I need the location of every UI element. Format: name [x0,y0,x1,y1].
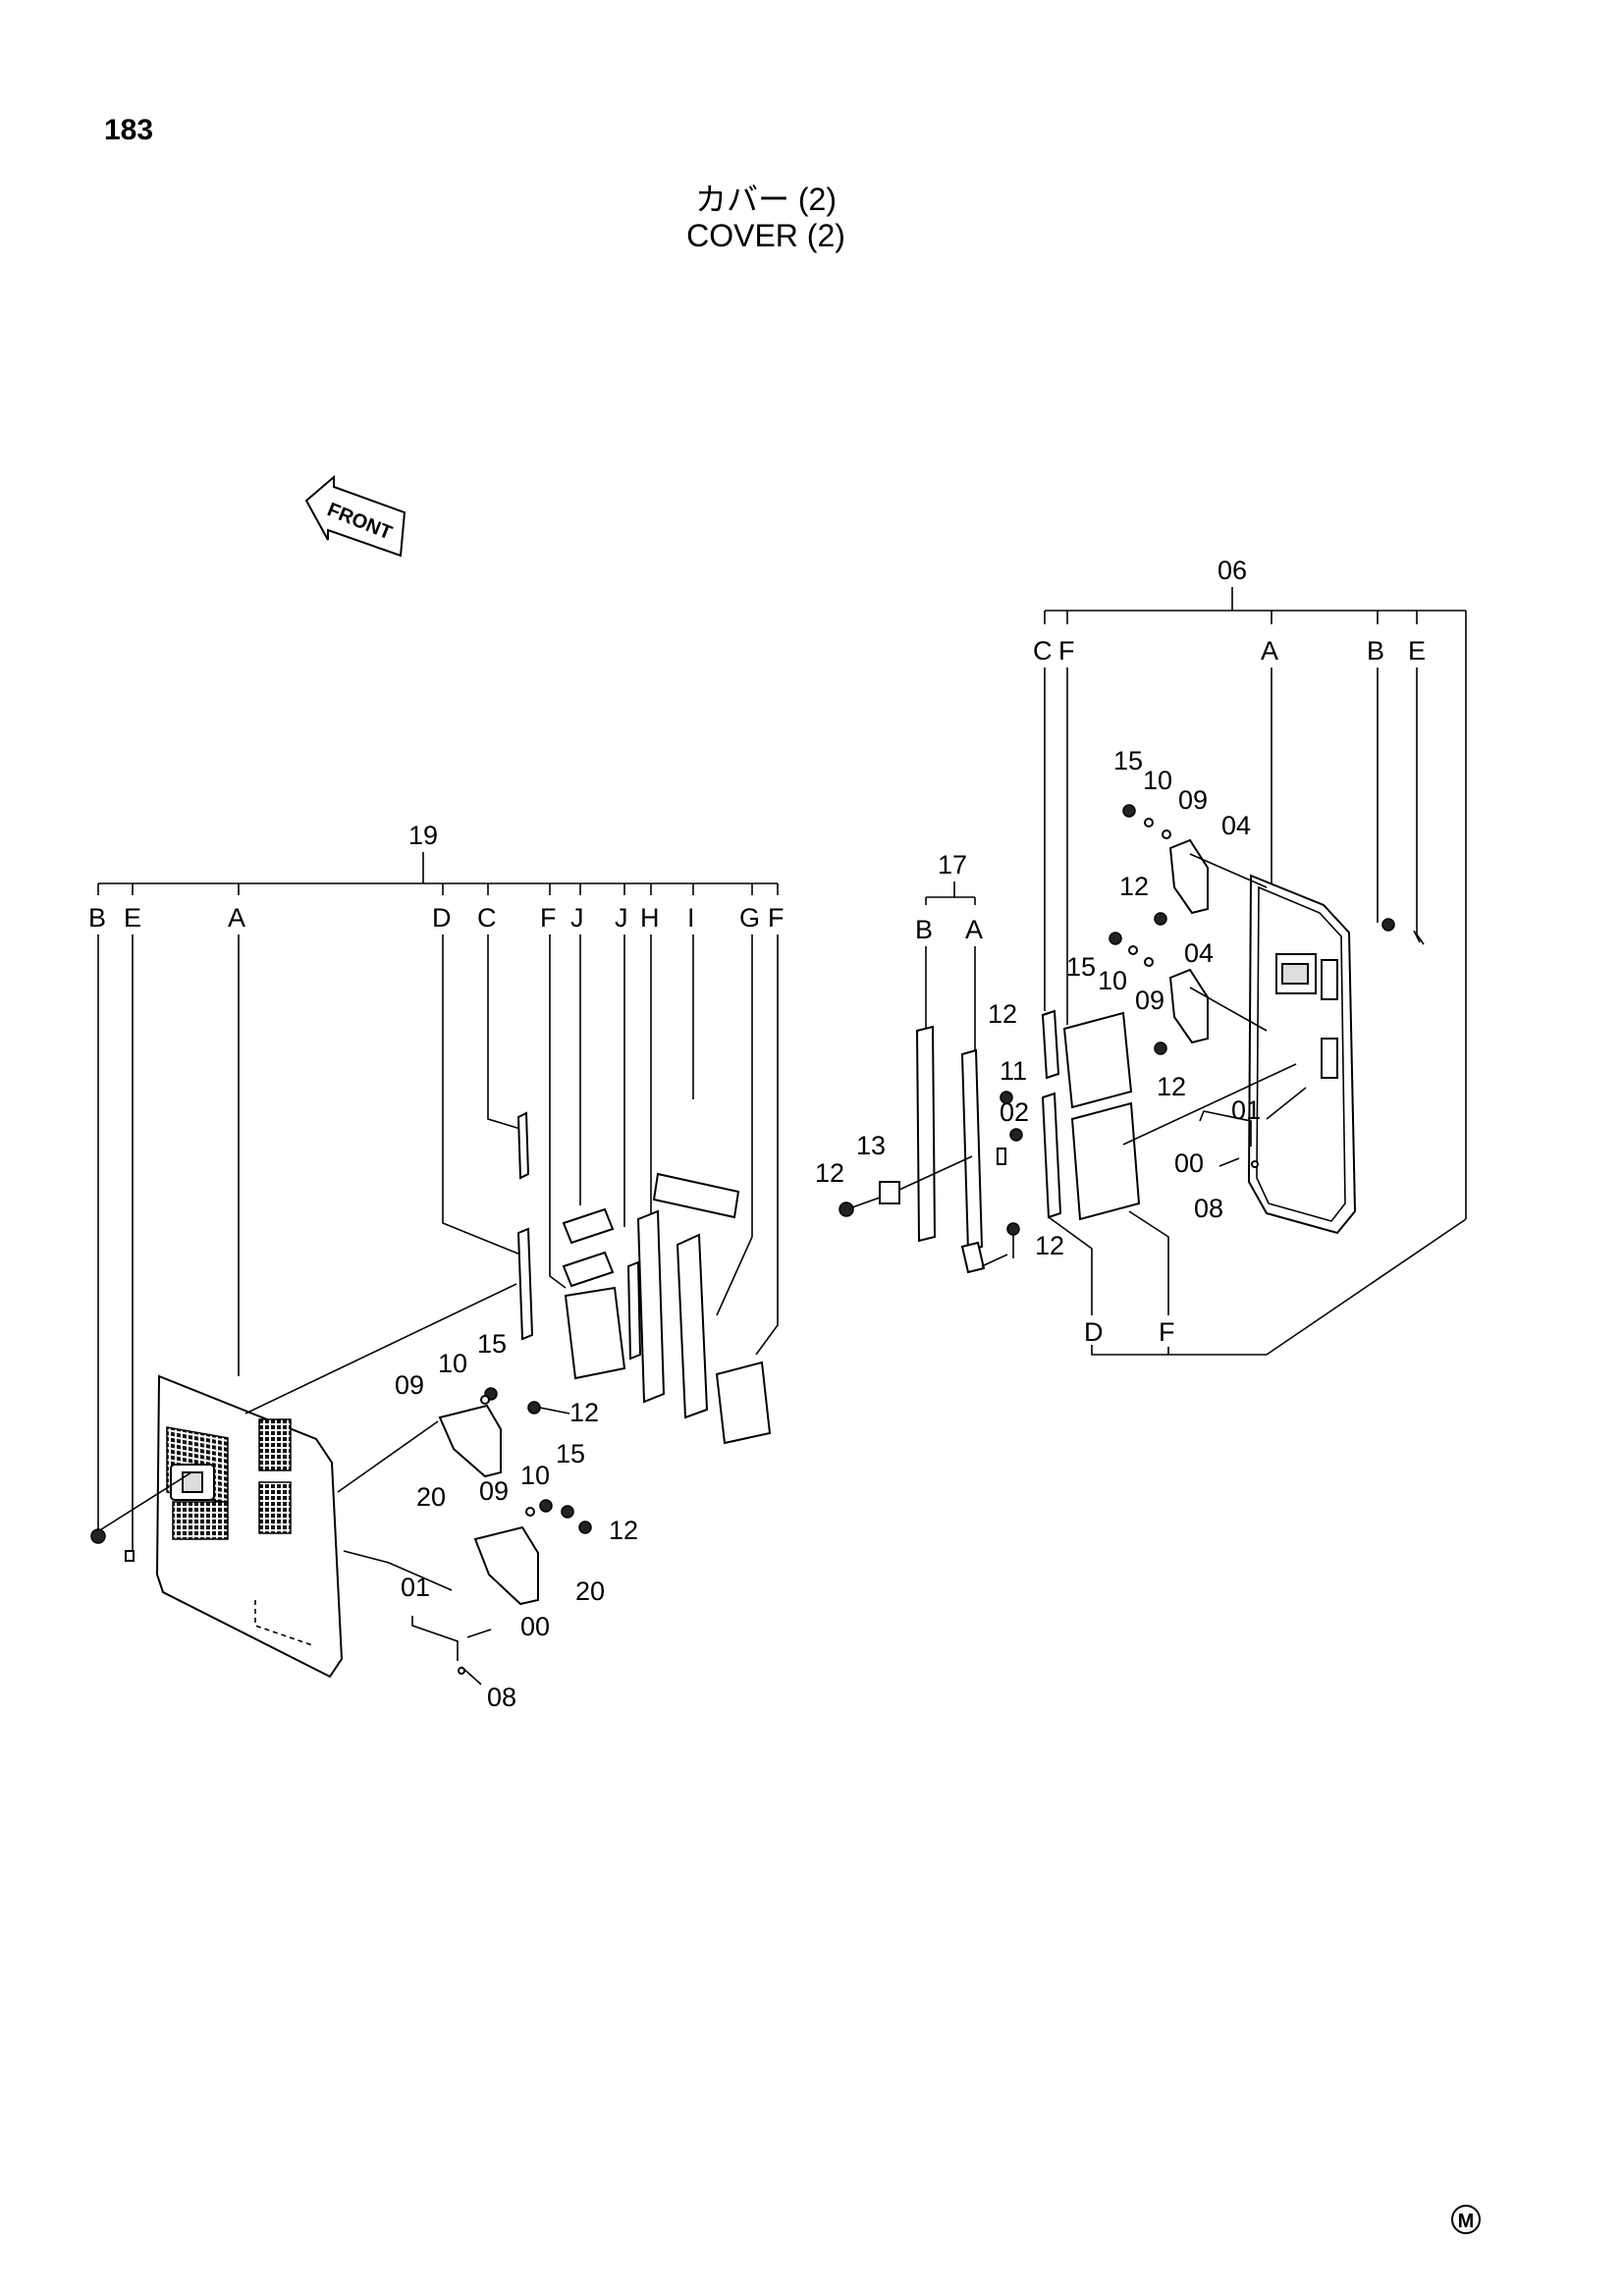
assembly-19-leaders [97,934,779,1551]
letter-label: I [687,903,695,933]
corner-mark-icon: M [1451,2205,1481,2234]
callout: 15 [477,1329,507,1359]
hinge-13 [879,1155,973,1204]
assembly-17: 17 B A 12 11 02 13 12 [815,850,1064,1274]
letter-label: B [915,915,933,944]
assembly-number-17: 17 [938,850,967,880]
callout: 10 [438,1349,467,1378]
letter-label: C [477,903,497,933]
bracket-04-lower [1168,968,1268,1044]
latch-lock-icon [182,1471,203,1493]
callout: 08 [487,1682,516,1712]
pin-02 [997,1148,1006,1165]
callouts-middle: 12 11 02 13 12 12 [815,999,1064,1260]
assembly-19-letters: B E A D C F J J H I G F [88,903,785,933]
callout: 20 [416,1482,446,1512]
callout: 15 [1113,746,1143,775]
letter-label: G [739,903,760,933]
vent-grille [258,1418,292,1471]
cover-panel-left [155,1374,344,1679]
hinge-block [879,1181,900,1204]
callout: 13 [856,1131,886,1160]
callout: 12 [1157,1072,1186,1101]
wire-assembly-left [411,1616,492,1685]
vent-grille [172,1501,229,1540]
assembly-06: 06 C F A B E [1033,556,1467,1356]
seal-strip-B [915,1025,937,1243]
letter-label: J [615,903,628,933]
hinge-block [1321,959,1338,1000]
callout: 01 [1231,1095,1261,1125]
callout: 15 [1066,952,1096,982]
callouts-left: 15 10 09 12 15 10 20 09 12 20 01 00 08 [395,1329,638,1712]
callout: 10 [1098,966,1127,995]
callout: 00 [1174,1148,1204,1178]
callout: 01 [401,1573,430,1602]
hinge-block [1321,1038,1338,1079]
letter-label: F [1058,636,1075,666]
letter-label: A [1261,636,1278,666]
callout: 09 [479,1476,509,1506]
letter-label: E [1408,636,1426,666]
callout: 12 [569,1398,599,1427]
assembly-19-ticks [97,883,779,895]
bracket-04-upper [1168,838,1268,915]
letter-label: E [124,903,141,933]
callout: 00 [520,1612,550,1641]
letter-label: C [1033,636,1053,666]
cover-panel-right [1247,874,1357,1235]
letter-label: H [640,903,660,933]
latch-lock-icon [1281,963,1309,985]
callout: 08 [1194,1194,1223,1223]
callout: 09 [395,1370,424,1400]
callout: 12 [1035,1231,1064,1260]
letter-label: D [1084,1317,1104,1347]
bracket-A [960,1048,986,1274]
callout: 09 [1135,986,1164,1015]
letter-label: B [1367,636,1384,666]
callout: 12 [815,1158,844,1188]
callout: 02 [1000,1097,1029,1127]
pads-right [1041,1009,1297,1221]
seal-strips-left [516,1111,772,1445]
front-arrow-icon: FRONT [304,474,406,558]
page-number: 183 [104,114,154,146]
callout: 12 [609,1516,638,1545]
callout: 11 [1000,1056,1027,1086]
callout: 10 [1143,766,1172,795]
letter-label: B [88,903,106,933]
letter-label: A [965,915,983,944]
vent-grille [258,1481,292,1534]
callout: 12 [1119,872,1149,901]
callout: 04 [1221,811,1251,840]
letter-label: D [432,903,452,933]
bracket-20-lower [473,1499,592,1606]
assembly-19: 19 B E A D C F J J H I G [88,821,785,1712]
letter-label: A [228,903,245,933]
callout: 09 [1178,785,1208,815]
page-title-english: COVER (2) [686,218,845,253]
callout: 12 [988,999,1017,1029]
clip-E [125,1550,135,1562]
page-title-japanese: カバー (2) [694,182,837,217]
letter-label: F [768,903,785,933]
letter-label: F [540,903,557,933]
callout: 10 [520,1461,550,1490]
letter-label: F [1159,1317,1175,1347]
wire-assembly-right [1199,1087,1307,1168]
callout: 15 [556,1439,585,1468]
letter-label: J [570,903,584,933]
callouts-right: 15 10 09 04 12 15 10 09 04 12 01 00 08 [1066,746,1261,1223]
callout: 20 [575,1576,605,1606]
bracket-20-upper [438,1387,570,1478]
assembly-number-19: 19 [408,821,438,850]
callout: 04 [1184,938,1214,968]
assembly-number-06: 06 [1218,556,1247,585]
grommet-B [90,1528,106,1544]
